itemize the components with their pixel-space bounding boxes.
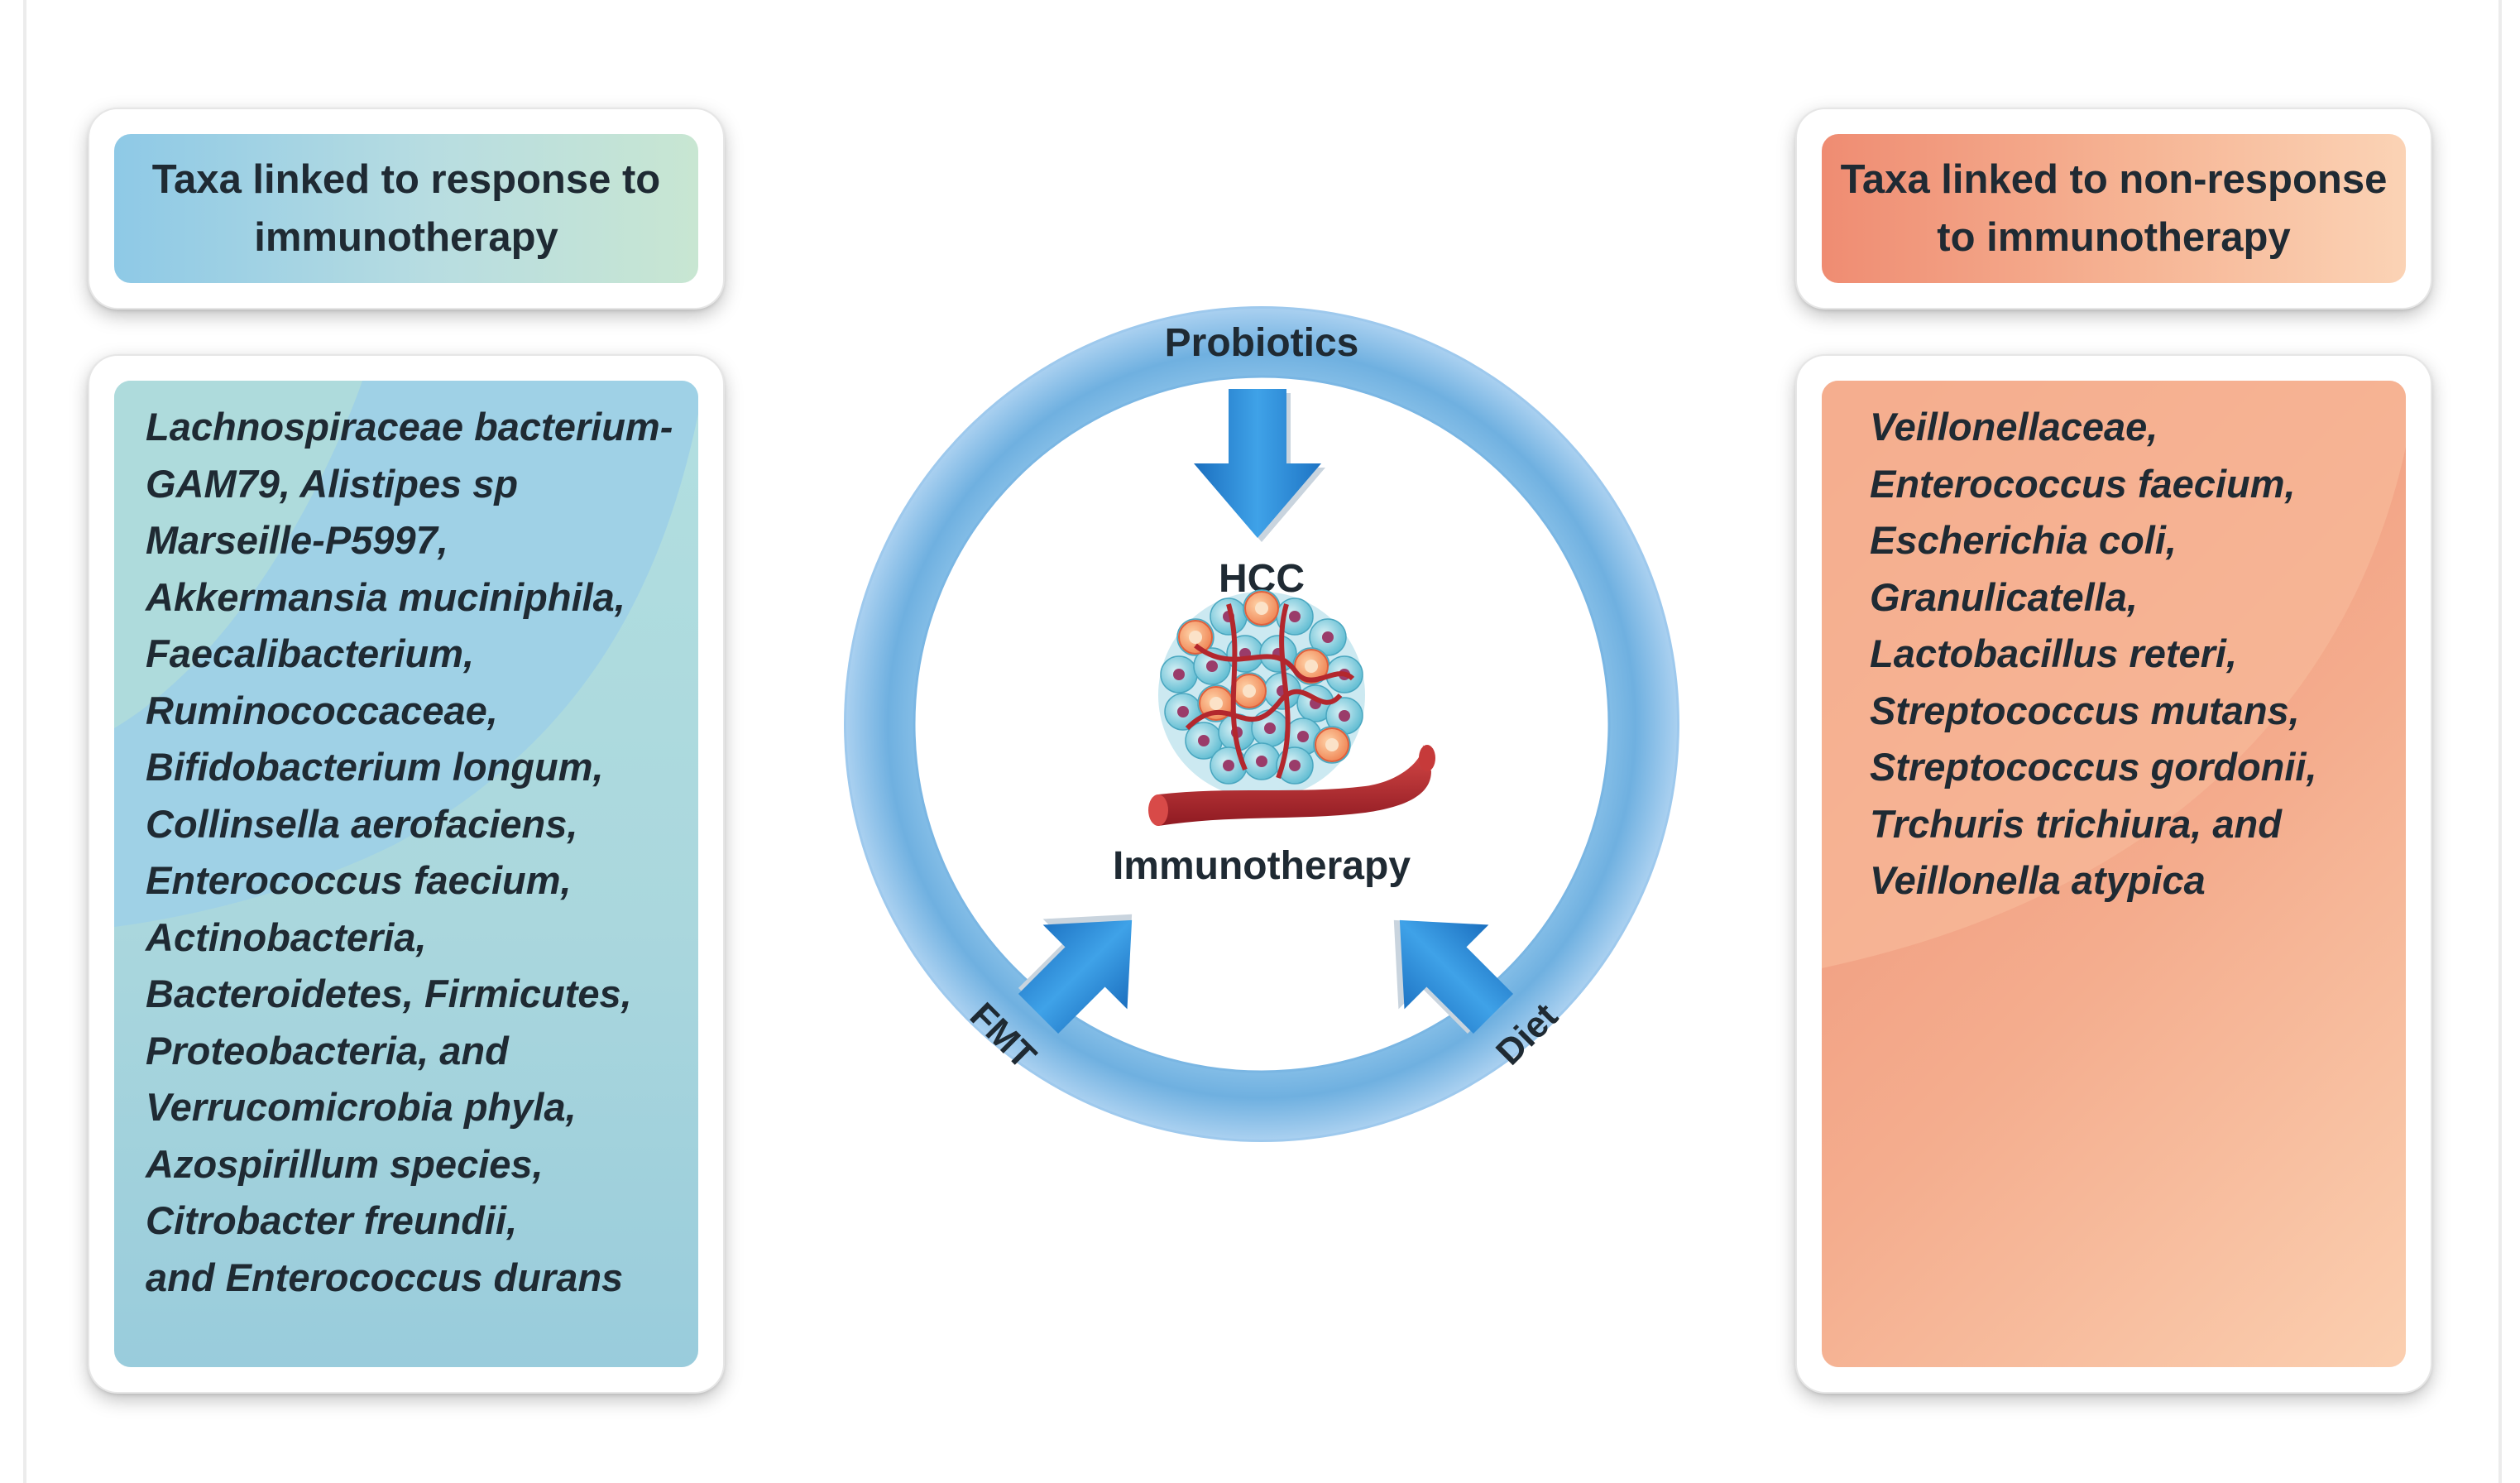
immunotherapy-label: Immunotherapy (1113, 844, 1411, 888)
probiotics-label: Probiotics (1165, 321, 1359, 365)
nonresponse-taxa-card: Veillonellaceae, Enterococcus faecium, E… (1797, 356, 2431, 1392)
tumor-cell-highlight-core (1189, 631, 1202, 644)
tumor-cell-nucleus (1177, 706, 1189, 718)
response-title: Taxa linked to response to immunotherapy (151, 157, 661, 260)
fmt-arrow-icon (1018, 914, 1133, 1034)
frame-border-left (23, 0, 26, 1483)
probiotics-arrow-icon (1194, 389, 1325, 542)
tumor-cell-nucleus (1289, 760, 1301, 771)
tumor-cell-nucleus (1322, 631, 1334, 643)
nonresponse-title-card: Taxa linked to non-response to immunothe… (1797, 109, 2431, 308)
tumor-cluster-icon (1158, 589, 1365, 799)
response-title-card: Taxa linked to response to immunotherapy (89, 109, 723, 308)
response-taxa-list: Lachnospiraceae bacterium- GAM79, Alisti… (146, 405, 673, 1299)
frame-border-right (2498, 0, 2502, 1483)
tumor-cell-nucleus (1198, 735, 1210, 746)
nonresponse-title-box: Taxa linked to non-response to immunothe… (1822, 134, 2406, 283)
tumor-cell-highlight-core (1305, 660, 1318, 673)
tumor-cell-nucleus (1297, 731, 1309, 742)
tumor-cell-highlight-core (1243, 684, 1256, 698)
blood-vessel-icon (1148, 745, 1435, 826)
nonresponse-box-swoosh (1822, 381, 2406, 968)
tumor-cell-nucleus (1173, 669, 1185, 680)
nonresponse-title: Taxa linked to non-response to immunothe… (1840, 157, 2388, 260)
tumor-cell-nucleus (1264, 722, 1276, 734)
nonresponse-taxa-list: Veillonellaceae, Enterococcus faecium, E… (1870, 405, 2317, 902)
response-title-box: Taxa linked to response to immunotherapy (114, 134, 698, 283)
response-taxa-card: Lachnospiraceae bacterium- GAM79, Alisti… (89, 356, 723, 1392)
tumor-cell-nucleus (1223, 760, 1234, 771)
tumor-cell-nucleus (1289, 611, 1301, 622)
tumor-cell-nucleus (1256, 756, 1267, 767)
tumor-cell-nucleus (1206, 660, 1218, 672)
tumor-cell-highlight-core (1325, 738, 1339, 751)
response-taxa-box: Lachnospiraceae bacterium- GAM79, Alisti… (114, 381, 698, 1367)
nonresponse-taxa-box: Veillonellaceae, Enterococcus faecium, E… (1822, 381, 2406, 1367)
diet-arrow-icon (1393, 919, 1514, 1034)
center-diagram: Probiotics HCC Immunotherapy (844, 306, 1679, 1142)
response-box-swoosh (114, 381, 698, 927)
tumor-cell-highlight-core (1210, 697, 1223, 710)
tumor-cell-nucleus (1339, 710, 1350, 722)
tumor-cell-highlight-core (1255, 602, 1268, 615)
